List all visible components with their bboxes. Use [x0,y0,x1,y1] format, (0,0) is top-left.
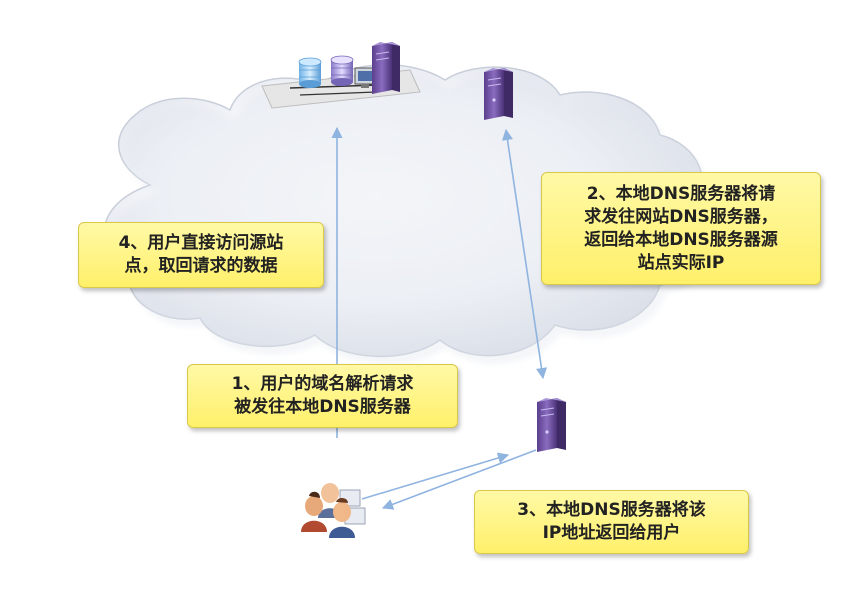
step2-line-4: 站点实际IP [637,252,725,273]
user-group-icon [301,483,366,538]
site-dns-server-icon [484,68,513,120]
step4-line-1: 4、用户直接访问源站 [118,233,284,253]
step3-callout: 3、本地DNS服务器将该 IP地址返回给用户 [474,490,749,554]
step4-callout: 4、用户直接访问源站 点，取回请求的数据 [78,222,324,288]
step1-line-1: 1、用户的域名解析请求 [231,374,414,394]
database-icon [298,57,322,88]
origin-site-icon [261,42,421,109]
step1-callout: 1、用户的域名解析请求 被发往本地DNS服务器 [187,364,458,428]
step3-line-2: IP地址返回给用户 [542,523,681,543]
step1-line-2: 被发往本地DNS服务器 [234,397,411,417]
local-dns-server-icon [537,398,566,452]
server-tower-icon [372,42,400,94]
step2-line-2: 求发往网站DNS服务器， [584,206,778,227]
database-icon [330,55,354,86]
arrow-step1-request [361,452,510,500]
step2-line-3: 返回给本地DNS服务器源 [584,229,778,250]
step2-callout: 2、本地DNS服务器将请 求发往网站DNS服务器， 返回给本地DNS服务器源 站… [541,172,821,285]
arrow-step3-response [381,449,537,510]
step2-line-1: 2、本地DNS服务器将请 [586,183,776,204]
arrow-step2-dns-query [501,128,548,380]
step4-line-2: 点，取回请求的数据 [124,256,278,276]
step3-line-1: 3、本地DNS服务器将该 [517,500,706,520]
